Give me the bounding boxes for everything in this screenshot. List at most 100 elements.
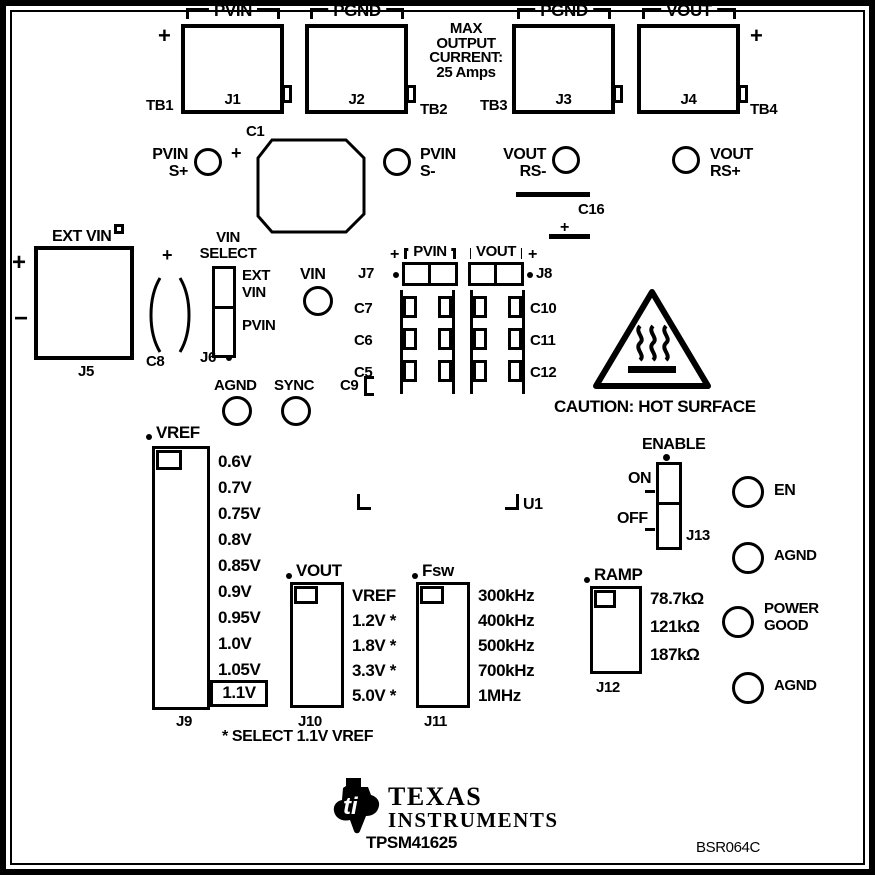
j8-plus-sign: + [528,246,537,263]
j4-label: VOUT [661,1,717,21]
terminal-block-j4: J4 [637,24,740,114]
cap-c7-pad [403,296,417,318]
tp-pvin-s-plus-label: PVIN S+ [152,146,188,181]
j3-label-bracket: PGND [517,1,611,21]
ramp-title: RAMP [594,565,643,584]
j11-refdes: J11 [424,713,447,730]
cap-ladder-right-rail-2 [522,290,525,394]
j9-option: 0.9V [218,582,252,601]
tp-vin-label: VIN [300,266,326,283]
enable-title: ENABLE [642,436,706,453]
j8-pin1-dot [527,272,533,278]
cap-c10-pad [473,296,487,318]
terminal-block-j3: J3 [512,24,615,114]
j11-pin1-box [420,586,444,604]
vin-select-title: VIN SELECT [199,229,257,263]
j7-plus-sign: + [390,246,399,263]
j11-option: 400kHz [478,611,535,630]
cap-c12-label: C12 [530,364,557,381]
tp-vout-rs-minus [552,146,580,174]
tp-pvin-s-minus [383,148,411,176]
j9-option: 1.0V [218,634,252,653]
cap-c11-pad [473,328,487,350]
j7-refdes: J7 [358,265,374,282]
tp-agnd-mid [732,542,764,574]
cap-c16-electrode-top [516,192,590,197]
j12-refdes: J12 [596,679,620,696]
tb3-label: TB3 [480,97,508,114]
jumper-j13-divider [656,502,682,505]
j6-option-pvin: PVIN [242,317,276,334]
cap-c16-plus: + [560,219,569,236]
vout-set-title: VOUT [296,561,342,580]
cap-c6-pad [403,328,417,350]
j4-refdes: J4 [680,90,697,108]
tp-agnd-top [222,396,252,426]
cap-c9-label: C9 [340,377,359,394]
j6-option-ext: EXT [242,267,270,284]
j2-label: PGND [328,1,386,21]
jumper-j8-divider [494,262,497,286]
terminal-block-j1: J1 [181,24,284,114]
cap-c8-outline [149,277,191,353]
j10-option: 5.0V * [352,686,396,705]
j11-option: 300kHz [478,586,535,605]
tp-agnd-bot-label: AGND [774,677,817,694]
brand-texas: TEXAS [388,782,483,811]
svg-text:ti: ti [343,793,359,820]
cap-c12-pad [508,360,522,382]
j11-option: 700kHz [478,661,535,680]
cap-ladder-right-rail-1 [470,290,473,394]
tb1-label: TB1 [146,97,174,114]
j9-option: 0.75V [218,504,261,523]
j5-minus-sign: − [14,305,28,332]
j9-option: 1.05V [218,660,261,679]
j10-option: 1.2V * [352,611,396,630]
tp-power-good-label: POWER GOOD [764,600,819,634]
u1-corner-right [505,494,519,510]
caution-text: CAUTION: HOT SURFACE [554,397,756,416]
tp-pvin-s-plus [194,148,222,176]
vref-label-dot [146,434,152,440]
j8-refdes: J8 [536,265,552,282]
cap-c16-electrode-bottom [549,234,590,239]
ext-vin-label: EXT VIN [52,228,112,245]
j9-selected-option-box: 1.1V [210,680,268,707]
j13-on-tick [645,490,655,493]
cap-c7-pad [438,296,452,318]
tp-agnd-top-label: AGND [214,377,257,394]
cap-c7-label: C7 [354,300,373,317]
ext-vin-connector-j5 [34,246,134,360]
vref-footnote: * SELECT 1.1V VREF [222,728,374,745]
j9-option: 0.85V [218,556,261,575]
j4-tab [738,85,748,103]
j4-plus-sign: + [750,23,763,48]
jumper-j7-divider [428,262,431,286]
j1-label-bracket: PVIN [186,1,280,21]
cap-c6-pad [438,328,452,350]
j6-option-vin: VIN [242,284,266,301]
j7-label-bracket: PVIN [404,243,456,260]
jumper-j10 [290,582,344,708]
tp-sync [281,396,311,426]
cap-c8-plus: + [162,245,173,265]
tb2-label: TB2 [420,101,448,118]
j13-off-tick [645,528,655,531]
j10-option: 1.8V * [352,636,396,655]
cap-c11-label: C11 [530,332,556,349]
terminal-block-j2: J2 [305,24,408,114]
j11-option: 500kHz [478,636,535,655]
j6-pin1-dot [226,355,232,361]
tp-sync-label: SYNC [274,377,315,394]
j13-pin1-dot [663,454,670,461]
j7-label: PVIN [408,243,452,260]
j2-label-bracket: PGND [310,1,404,21]
jumper-j6 [212,266,236,358]
j10-option: 3.3V * [352,661,396,680]
u1-corner-left [357,494,371,510]
fsw-label-dot [412,573,418,579]
hot-surface-icon [593,289,711,389]
j1-tab [282,85,292,103]
tp-vout-rs-plus-label: VOUT RS+ [710,146,753,181]
